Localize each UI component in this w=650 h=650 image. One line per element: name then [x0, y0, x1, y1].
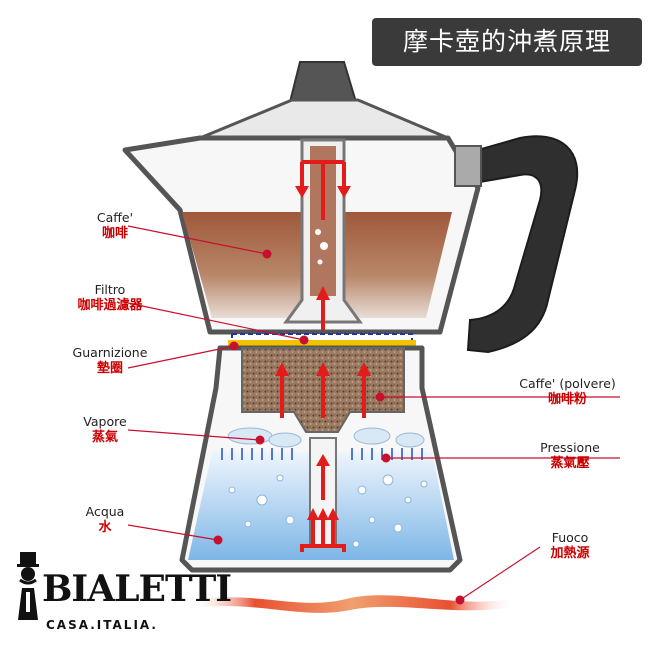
label-filtro: Filtro 咖啡過濾器 [55, 282, 165, 314]
flow-arrowheads [275, 186, 371, 520]
water-bubbles [214, 474, 428, 548]
label-acqua-zh: 水 [98, 519, 112, 535]
label-caffe-polvere-zh: 咖啡粉 [547, 391, 587, 407]
label-acqua-it: Acqua [85, 504, 125, 519]
lid-knob [288, 61, 358, 103]
brand-name: BIALETTI [42, 568, 232, 610]
pressure-arrows [221, 448, 423, 460]
label-pressione: Pressione 蒸氣壓 [525, 440, 615, 472]
flow-arrows [280, 160, 366, 552]
label-filtro-zh: 咖啡過濾器 [77, 297, 143, 313]
label-caffe: Caffe' 咖啡 [80, 210, 150, 242]
handle-mount [454, 145, 482, 187]
label-guarnizione-zh: 墊圈 [96, 360, 123, 376]
label-caffe-it: Caffe' [96, 210, 134, 225]
diagram-title: 摩卡壺的沖煮原理 [372, 18, 642, 66]
label-fuoco-it: Fuoco [551, 530, 589, 545]
label-vapore: Vapore 蒸氣 [65, 414, 145, 446]
label-caffe-polvere-it: Caffe' (polvere) [519, 376, 616, 391]
label-guarnizione-it: Guarnizione [72, 345, 148, 360]
mustache-man-icon [17, 552, 39, 620]
leader-dots [213, 249, 465, 605]
label-fuoco: Fuoco 加熱源 [530, 530, 610, 562]
chimney-bubbles [315, 229, 328, 265]
label-pressione-zh: 蒸氣壓 [550, 455, 590, 471]
label-caffe-zh: 咖啡 [101, 225, 128, 241]
flame [190, 595, 515, 613]
label-fuoco-zh: 加熱源 [550, 545, 590, 561]
label-acqua: Acqua 水 [65, 504, 145, 536]
lid [199, 98, 449, 140]
gasket [228, 340, 416, 346]
label-guarnizione: Guarnizione 墊圈 [55, 345, 165, 377]
label-filtro-it: Filtro [94, 282, 126, 297]
label-caffe-polvere: Caffe' (polvere) 咖啡粉 [505, 376, 630, 408]
bialetti-logo: BIALETTI CASA.ITALIA. [12, 548, 232, 643]
brand-tagline: CASA.ITALIA. [46, 618, 158, 632]
leader-lines [127, 225, 620, 601]
handle [466, 135, 579, 354]
label-pressione-it: Pressione [540, 440, 600, 455]
label-vapore-zh: 蒸氣 [91, 429, 118, 445]
label-vapore-it: Vapore [83, 414, 127, 429]
